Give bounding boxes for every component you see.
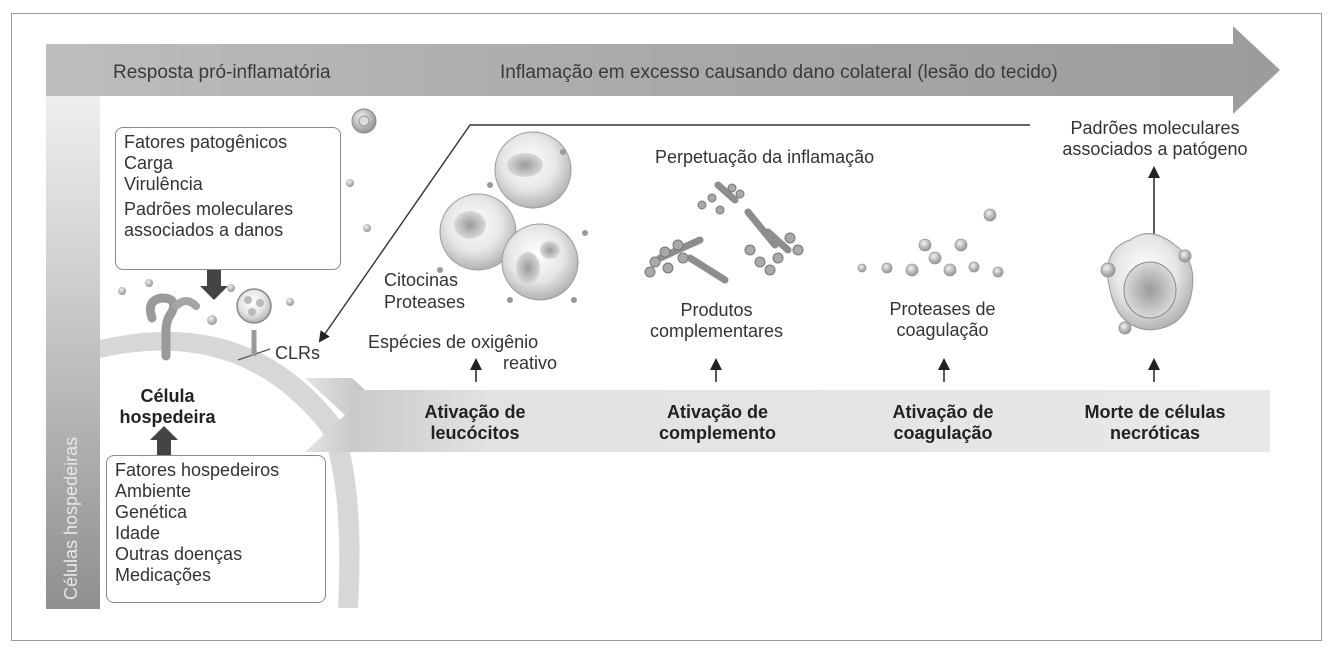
- coagulation-products-line2: coagulação: [865, 320, 1020, 341]
- host-factor-genetics: Genética: [115, 502, 317, 523]
- pathogen-factors-title: Fatores patogênicos: [124, 132, 332, 153]
- coagulation-products-label: Proteases de coagulação: [865, 299, 1020, 341]
- ros-label-line2: reativo: [503, 353, 557, 374]
- host-factors-title: Fatores hospedeiros: [115, 460, 317, 481]
- stage-3-line1: Ativação de: [868, 402, 1018, 423]
- pamp-label-line1: Padrões moleculares: [1030, 118, 1280, 139]
- perpetuation-label: Perpetuação da inflamação: [655, 147, 874, 168]
- pathogen-factor-virulence: Virulência: [124, 174, 332, 195]
- stage-coagulation-activation: Ativação de coagulação: [868, 402, 1018, 444]
- excess-inflammation-label: Inflamação em excesso causando dano cola…: [500, 62, 1058, 83]
- host-factor-environment: Ambiente: [115, 481, 317, 502]
- pathogen-factors-box: Fatores patogênicos Carga Virulência Pad…: [115, 127, 341, 270]
- pathogen-factor-damp-1: Padrões moleculares: [124, 199, 332, 220]
- pathogen-factor-damp-2: associados a danos: [124, 220, 332, 241]
- coagulation-dots: [858, 209, 1003, 277]
- cytokines-label: Citocinas: [384, 270, 458, 291]
- complement-products-label: Produtos complementares: [624, 300, 809, 342]
- coagulation-products-line1: Proteases de: [865, 299, 1020, 320]
- leukocytes-icon: [437, 132, 588, 303]
- stage-necrotic-cell-death: Morte de células necróticas: [1055, 402, 1255, 444]
- host-factor-other-diseases: Outras doenças: [115, 544, 317, 565]
- host-factor-age: Idade: [115, 523, 317, 544]
- complement-products-line1: Produtos: [624, 300, 809, 321]
- stage-1-line1: Ativação de: [400, 402, 550, 423]
- stage-leukocyte-activation: Ativação de leucócitos: [400, 402, 550, 444]
- host-cell-label-line1: Célula: [110, 386, 225, 407]
- host-factor-medications: Medicações: [115, 565, 317, 586]
- pathogen-factor-load: Carga: [124, 153, 332, 174]
- pamp-label: Padrões moleculares associados a patógen…: [1030, 118, 1280, 160]
- stage-4-line2: necróticas: [1055, 423, 1255, 444]
- ros-label-line1: Espécies de oxigênio: [368, 332, 538, 353]
- stage-complement-activation: Ativação de complemento: [640, 402, 795, 444]
- down-arrow-pathogen: [200, 270, 228, 300]
- host-cell-label: Célula hospedeira: [110, 386, 225, 428]
- host-cell-label-line2: hospedeira: [110, 407, 225, 428]
- pamp-label-line2: associados a patógeno: [1030, 139, 1280, 160]
- stage-1-line2: leucócitos: [400, 423, 550, 444]
- host-factors-box: Fatores hospedeiros Ambiente Genética Id…: [106, 455, 326, 603]
- proteases-label: Proteases: [384, 292, 465, 313]
- stage-2-line1: Ativação de: [640, 402, 795, 423]
- microbe-icon: [352, 109, 376, 133]
- stage-2-line2: complemento: [640, 423, 795, 444]
- clrs-label: CLRs: [275, 343, 320, 364]
- complement-products-line2: complementares: [624, 321, 809, 342]
- stage-3-line2: coagulação: [868, 423, 1018, 444]
- necrotic-cell-icon: [1101, 234, 1193, 334]
- pro-inflammatory-label: Resposta pró-inflamatória: [113, 62, 331, 83]
- stage-4-line1: Morte de células: [1055, 402, 1255, 423]
